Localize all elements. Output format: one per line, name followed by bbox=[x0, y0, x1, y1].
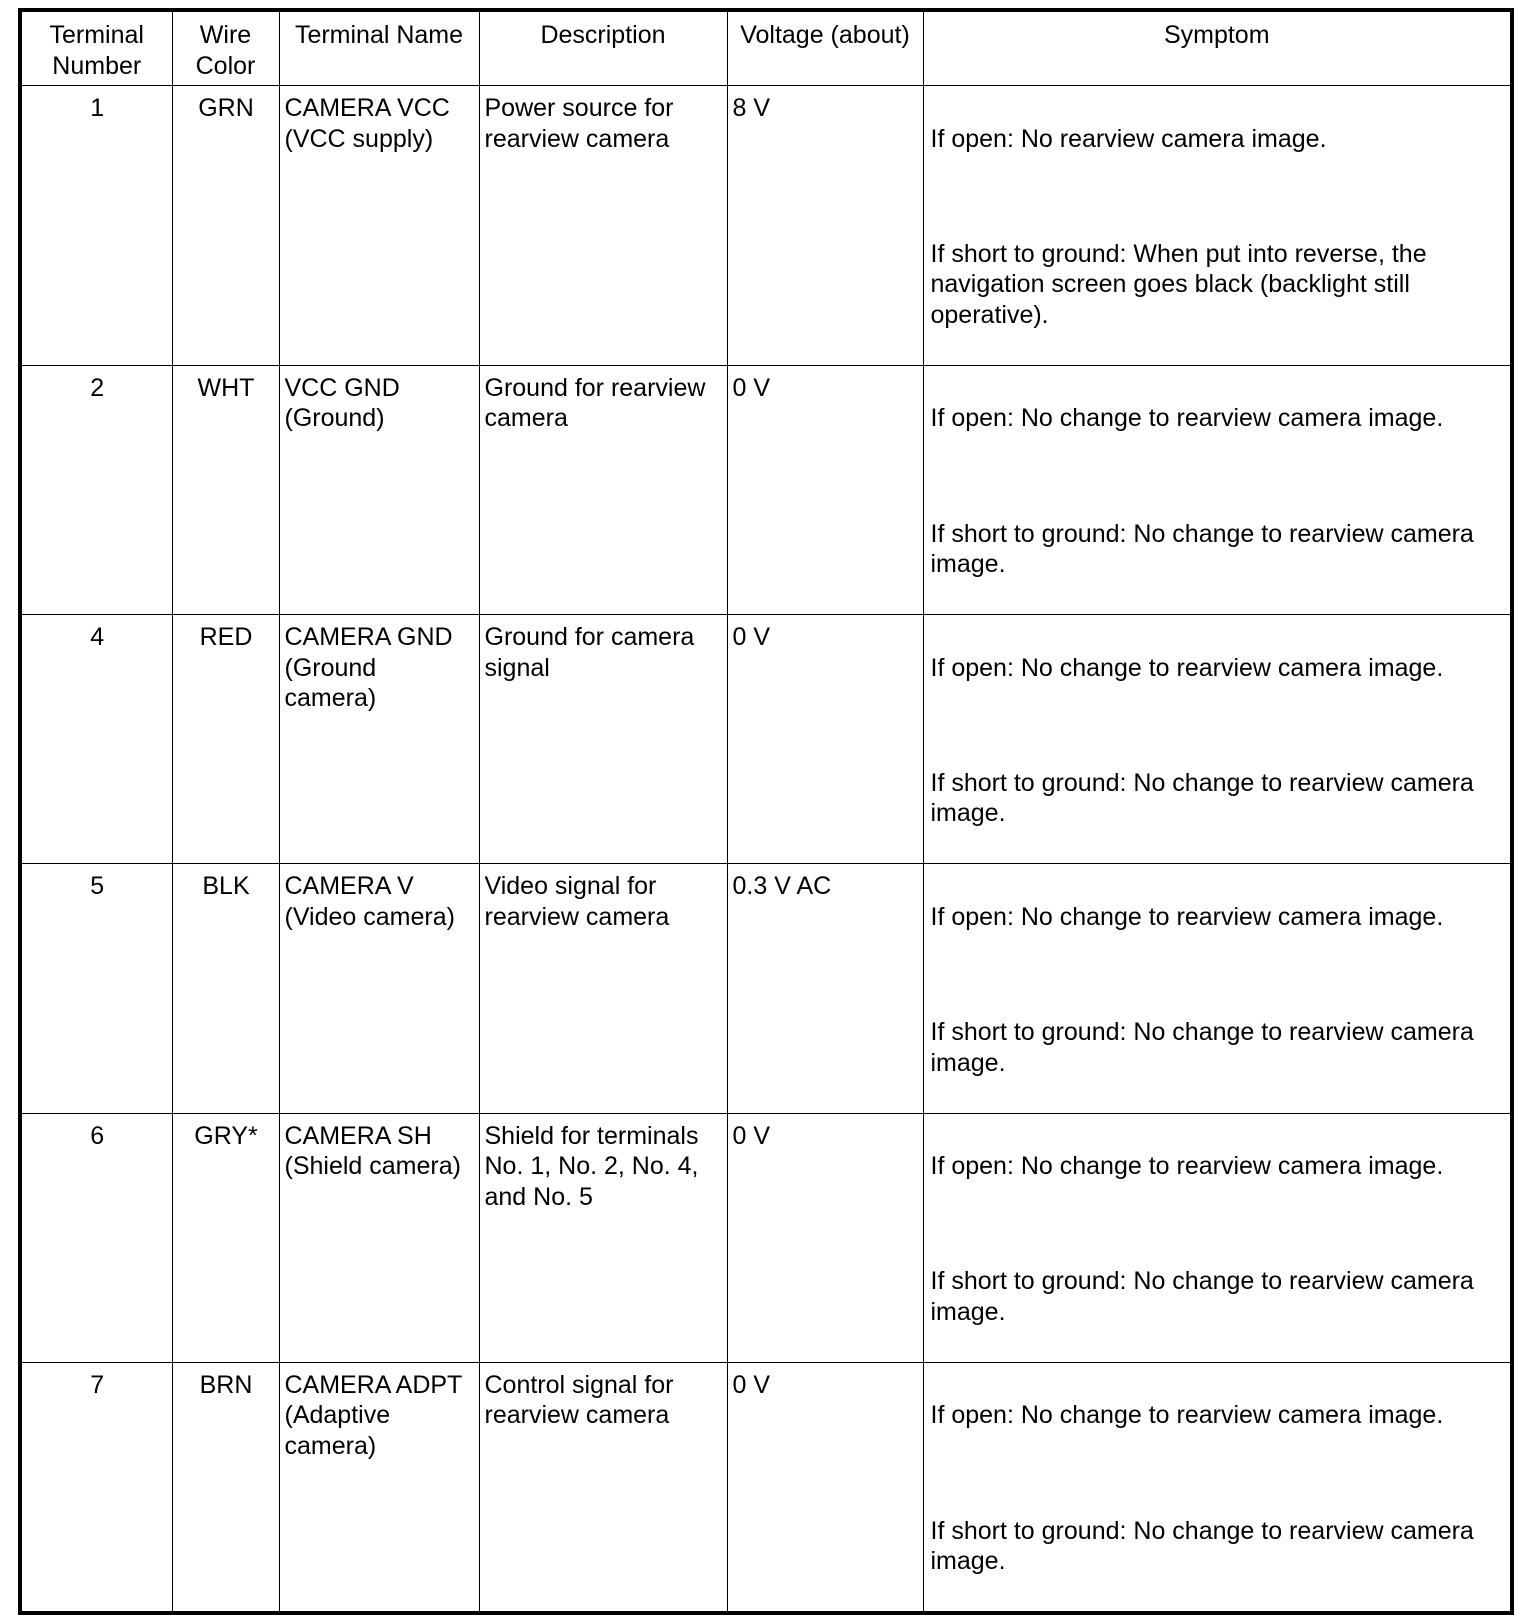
camera-connector-terminal-table: Terminal Number Wire Color Terminal Name… bbox=[18, 8, 1514, 1615]
cell-wire-color: WHT bbox=[171, 364, 280, 616]
table-row: 1 GRN CAMERA VCC (VCC supply) Power sour… bbox=[19, 85, 1513, 366]
cell-symptom: If open: No change to rearview camera im… bbox=[922, 1361, 1513, 1614]
table-body: 1 GRN CAMERA VCC (VCC supply) Power sour… bbox=[19, 85, 1513, 1614]
table-row: 7 BRN CAMERA ADPT (Adaptive camera) Cont… bbox=[19, 1361, 1513, 1614]
cell-symptom: If open: No change to rearview camera im… bbox=[922, 613, 1513, 865]
table-header: Terminal Number Wire Color Terminal Name… bbox=[19, 9, 1513, 86]
symptom-spacer bbox=[931, 185, 1507, 209]
cell-wire-color: BLK bbox=[171, 863, 280, 1114]
cell-voltage: 0 V bbox=[726, 1112, 924, 1363]
cell-symptom: If open: No change to rearview camera im… bbox=[922, 364, 1513, 616]
cell-description: Shield for terminals No. 1, No. 2, No. 4… bbox=[478, 1112, 728, 1363]
cell-description: Ground for rearview camera bbox=[478, 364, 728, 616]
symptom-spacer bbox=[931, 963, 1507, 987]
column-header-terminal-number: Terminal Number bbox=[19, 9, 173, 86]
cell-terminal-number: 1 bbox=[19, 85, 173, 366]
cell-symptom: If open: No change to rearview camera im… bbox=[922, 863, 1513, 1114]
cell-terminal-name: CAMERA VCC (VCC supply) bbox=[278, 85, 480, 366]
table-row: 2 WHT VCC GND (Ground) Ground for rearvi… bbox=[19, 364, 1513, 616]
cell-terminal-number: 4 bbox=[19, 613, 173, 865]
cell-terminal-name: CAMERA SH (Shield camera) bbox=[278, 1112, 480, 1363]
column-header-description: Description bbox=[478, 9, 728, 86]
cell-wire-color: GRN bbox=[171, 85, 280, 366]
cell-voltage: 8 V bbox=[726, 85, 924, 366]
cell-wire-color: RED bbox=[171, 613, 280, 865]
cell-description: Power source for rearview camera bbox=[478, 85, 728, 366]
cell-description: Control signal for rearview camera bbox=[478, 1361, 728, 1614]
column-header-voltage: Voltage (about) bbox=[726, 9, 924, 86]
symptom-open-text: If open: No change to rearview camera im… bbox=[930, 1401, 1444, 1430]
symptom-short-text: If short to ground: No change to rearvie… bbox=[930, 519, 1474, 579]
symptom-open-text: If open: No change to rearview camera im… bbox=[930, 1152, 1444, 1180]
table-header-row: Terminal Number Wire Color Terminal Name… bbox=[19, 9, 1513, 86]
symptom-open-text: If open: No change to rearview camera im… bbox=[930, 653, 1444, 682]
symptom-spacer bbox=[931, 714, 1507, 738]
table-row: 6 GRY* CAMERA SH (Shield camera) Shield … bbox=[19, 1112, 1513, 1363]
cell-description: Ground for camera signal bbox=[478, 613, 728, 865]
cell-terminal-number: 7 bbox=[19, 1361, 173, 1614]
cell-voltage: 0 V bbox=[726, 364, 924, 616]
symptom-open-text: If open: No change to rearview camera im… bbox=[930, 404, 1444, 433]
cell-terminal-name: CAMERA ADPT (Adaptive camera) bbox=[278, 1361, 480, 1614]
cell-voltage: 0 V bbox=[726, 613, 924, 865]
cell-symptom: If open: No change to rearview camera im… bbox=[922, 1112, 1513, 1363]
symptom-spacer bbox=[931, 1461, 1507, 1485]
symptom-open-text: If open: No change to rearview camera im… bbox=[930, 902, 1444, 931]
symptom-short-text: If short to ground: No change to rearvie… bbox=[930, 1018, 1474, 1077]
symptom-short-text: If short to ground: No change to rearvie… bbox=[930, 1267, 1474, 1326]
cell-terminal-number: 6 bbox=[19, 1112, 173, 1363]
cell-symptom: If open: No rearview camera image. If sh… bbox=[922, 85, 1513, 366]
symptom-short-text: If short to ground: No change to rearvie… bbox=[930, 768, 1474, 828]
cell-voltage: 0.3 V AC bbox=[726, 863, 924, 1114]
cell-terminal-name: CAMERA GND (Ground camera) bbox=[278, 613, 480, 865]
cell-wire-color: BRN bbox=[171, 1361, 280, 1614]
cell-wire-color: GRY* bbox=[171, 1112, 280, 1363]
cell-terminal-name: VCC GND (Ground) bbox=[278, 364, 480, 616]
cell-terminal-number: 5 bbox=[19, 863, 173, 1114]
document-sheet: Terminal Number Wire Color Terminal Name… bbox=[18, 8, 1514, 1615]
cell-voltage: 0 V bbox=[726, 1361, 924, 1614]
symptom-short-text: If short to ground: No change to rearvie… bbox=[930, 1516, 1474, 1576]
table-row: 4 RED CAMERA GND (Ground camera) Ground … bbox=[19, 613, 1513, 865]
table-row: 5 BLK CAMERA V (Video camera) Video sign… bbox=[19, 863, 1513, 1114]
cell-description: Video signal for rearview camera bbox=[478, 863, 728, 1114]
symptom-spacer bbox=[931, 464, 1507, 488]
cell-terminal-number: 2 bbox=[19, 364, 173, 616]
column-header-symptom: Symptom bbox=[922, 9, 1513, 86]
symptom-spacer bbox=[931, 1212, 1507, 1236]
column-header-wire-color: Wire Color bbox=[171, 9, 280, 86]
column-header-terminal-name: Terminal Name bbox=[278, 9, 480, 86]
symptom-short-text: If short to ground: When put into revers… bbox=[930, 239, 1427, 329]
symptom-open-text: If open: No rearview camera image. bbox=[930, 124, 1327, 153]
cell-terminal-name: CAMERA V (Video camera) bbox=[278, 863, 480, 1114]
